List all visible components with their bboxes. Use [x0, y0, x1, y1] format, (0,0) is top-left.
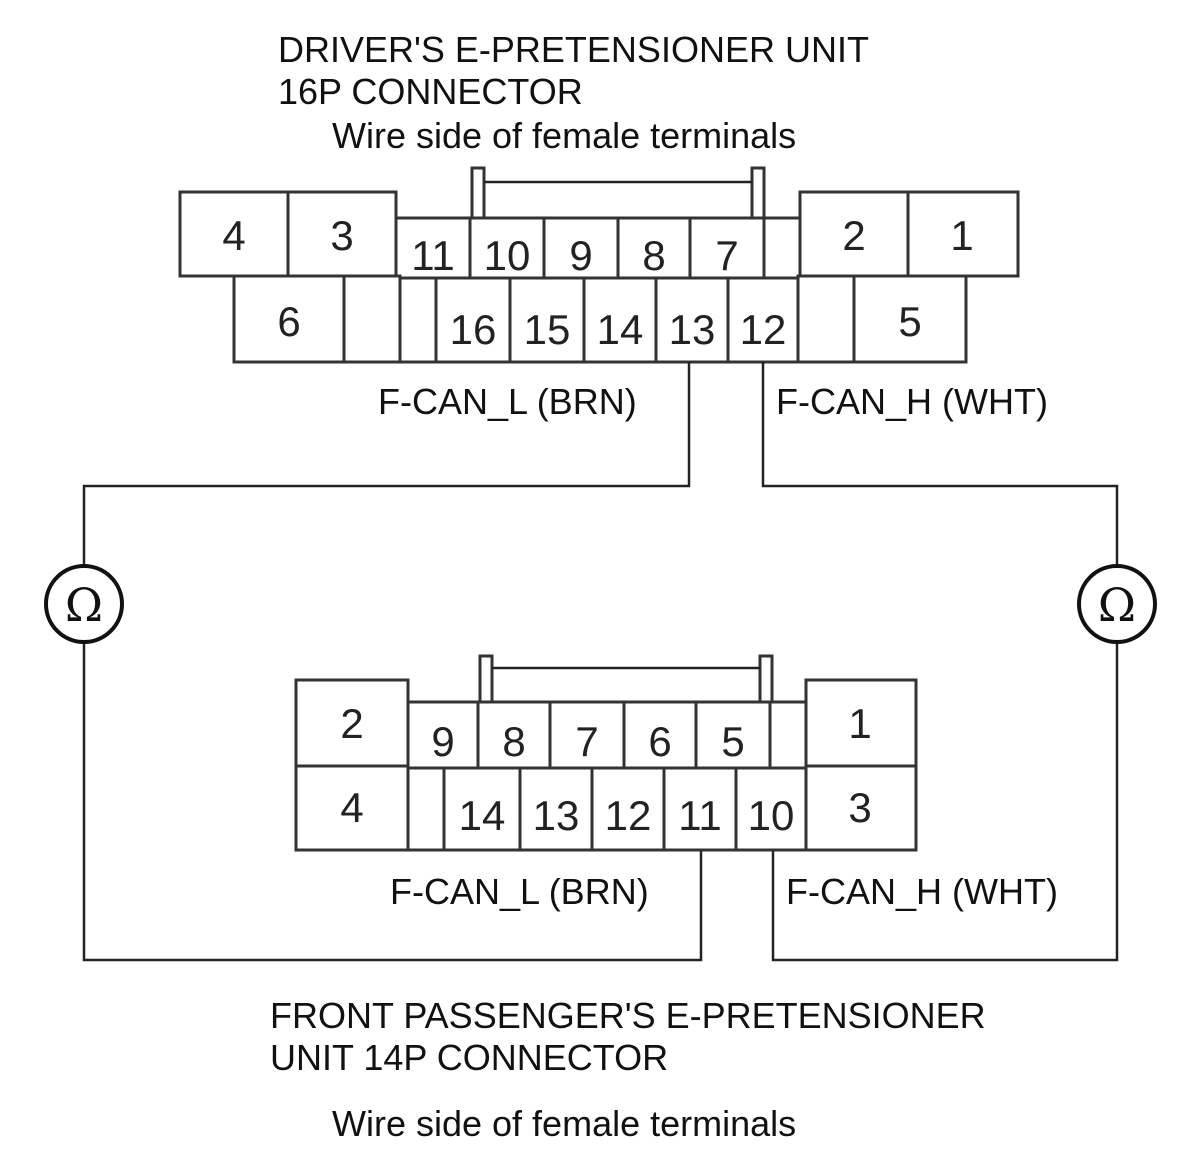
passenger-pin-4-cell	[294, 764, 410, 852]
driver-pin-4-label: 4	[222, 212, 245, 259]
ohmmeter-right: Ω	[1077, 564, 1157, 644]
driver-16p-connector: 4 3 2 1 11 10 9 8 7 6 16 15 14 13 12 5	[178, 166, 1020, 364]
driver-title-line2: 16P CONNECTOR	[278, 71, 583, 112]
wire-can-l-bottom	[82, 643, 703, 962]
ohmmeter-left: Ω	[44, 564, 124, 644]
passenger-pin-10-cell	[734, 766, 808, 852]
driver-pin-1-label: 1	[950, 212, 973, 259]
driver-pin-8-label: 8	[642, 232, 665, 279]
driver-pin-6-label: 6	[277, 298, 300, 345]
passenger-pin-9-label: 9	[431, 718, 454, 765]
driver-title-line1: DRIVER'S E-PRETENSIONER UNIT	[278, 29, 869, 70]
driver-pin-13-label: 13	[669, 306, 716, 353]
passenger-pin-14-cell	[442, 766, 522, 852]
driver-pin-2-label: 2	[842, 212, 865, 259]
driver-pin-12-label: 12	[740, 306, 787, 353]
passenger-can-l-label: F-CAN_L (BRN)	[390, 871, 649, 912]
driver-pin-16-cell	[434, 276, 512, 364]
passenger-pin-3-cell	[804, 764, 918, 852]
passenger-pin-5-label: 5	[721, 718, 744, 765]
passenger-pin-7-label: 7	[575, 718, 598, 765]
passenger-pin-2-cell	[294, 678, 410, 768]
driver-pin-7-label: 7	[715, 232, 738, 279]
driver-pin-15-label: 15	[524, 306, 571, 353]
passenger-pin-12-label: 12	[605, 792, 652, 839]
passenger-pin-1-label: 1	[848, 700, 871, 747]
passenger-can-h-label: F-CAN_H (WHT)	[786, 871, 1058, 912]
driver-pin-5-label: 5	[898, 298, 921, 345]
passenger-pin-13-label: 13	[533, 792, 580, 839]
driver-pin-13-cell	[654, 276, 730, 364]
passenger-14p-connector: 2 4 1 3 9 8 7 6 5 14 13 12 11 10	[294, 654, 918, 852]
wire-can-h-bottom	[771, 643, 1119, 962]
driver-view-caption: Wire side of female terminals	[332, 115, 796, 156]
driver-pin-12-cell	[726, 276, 800, 364]
passenger-pin-4-label: 4	[340, 784, 363, 831]
passenger-view-caption: Wire side of female terminals	[332, 1103, 796, 1144]
passenger-pin-2-label: 2	[340, 700, 363, 747]
passenger-pin-10-label: 10	[748, 792, 795, 839]
meter-wiring	[82, 362, 1119, 962]
driver-pin-16-label: 16	[450, 306, 497, 353]
ohm-icon-left: Ω	[65, 578, 103, 632]
passenger-pin-14-label: 14	[459, 792, 506, 839]
passenger-pin-1-cell	[804, 678, 918, 768]
driver-pin-7-cell	[688, 216, 766, 280]
passenger-pin-3-label: 3	[848, 784, 871, 831]
driver-pin-14-label: 14	[597, 306, 644, 353]
wire-can-l-top	[82, 362, 691, 565]
passenger-title-line1: FRONT PASSENGER'S E-PRETENSIONER	[270, 995, 986, 1036]
passenger-title-line2: UNIT 14P CONNECTOR	[270, 1037, 668, 1078]
driver-pin-9-label: 9	[569, 232, 592, 279]
driver-can-h-label: F-CAN_H (WHT)	[776, 381, 1048, 422]
driver-pin-11-label: 11	[411, 232, 455, 279]
driver-pin-5-cell	[852, 274, 968, 364]
passenger-pin-8-label: 8	[502, 718, 525, 765]
driver-pin-3-cell	[286, 190, 398, 278]
driver-pin-6-cell	[232, 274, 346, 364]
ohm-icon-right: Ω	[1098, 578, 1136, 632]
wire-can-h-top	[761, 362, 1119, 565]
driver-pin-10-label: 10	[484, 232, 531, 279]
passenger-pin-11-label: 11	[678, 792, 722, 839]
passenger-pin-11-cell	[662, 766, 738, 852]
driver-pin-3-label: 3	[330, 212, 353, 259]
passenger-pin-13-cell	[518, 766, 594, 852]
passenger-pin-6-label: 6	[648, 718, 671, 765]
driver-can-l-label: F-CAN_L (BRN)	[378, 381, 637, 422]
